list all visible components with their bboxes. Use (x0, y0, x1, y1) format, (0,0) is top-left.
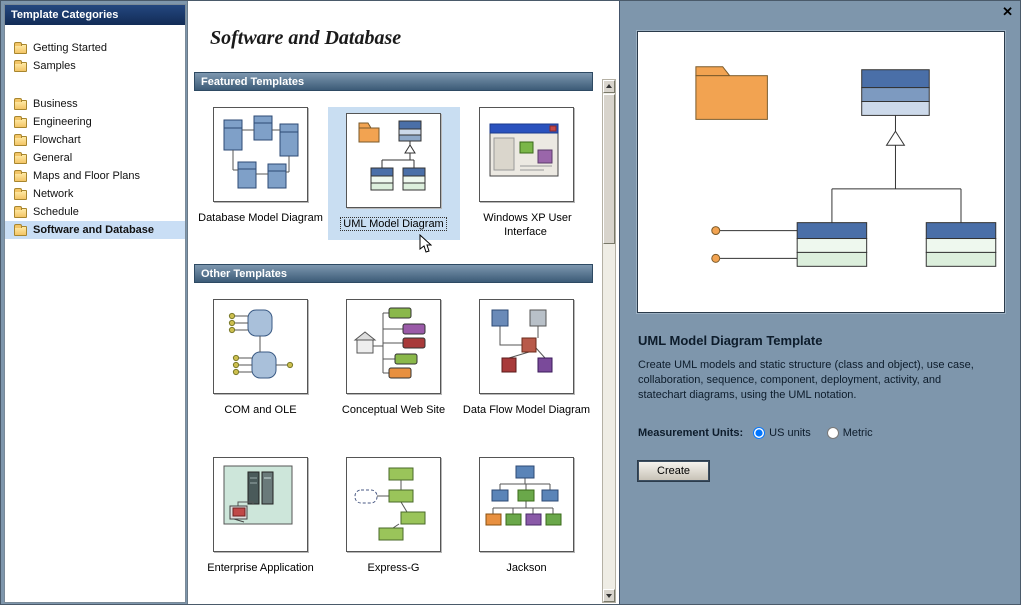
detail-description: Create UML models and static structure (… (638, 358, 990, 403)
folder-icon (14, 136, 27, 146)
sidebar-item-schedule[interactable]: Schedule (5, 203, 185, 221)
windows-xp-user-interface-thumbnail (479, 107, 574, 202)
folder-icon (14, 100, 27, 110)
mouse-cursor-icon (418, 234, 432, 254)
sidebar-item-label: Business (33, 98, 78, 110)
com-and-ole-thumbnail (213, 299, 308, 394)
sidebar-item-label: Getting Started (33, 42, 107, 54)
metric-radio[interactable] (827, 427, 839, 439)
template-conceptual-web-site[interactable]: Conceptual Web Site (328, 299, 460, 418)
sidebar-item-business[interactable]: Business (5, 95, 185, 113)
uml-model-diagram-thumbnail (346, 113, 441, 208)
template-label: Conceptual Web Site (328, 404, 460, 418)
jackson-thumbnail (479, 457, 574, 552)
featured-templates-grid: Database Model Diagram (194, 107, 593, 240)
sidebar-item-network[interactable]: Network (5, 185, 185, 203)
other-templates-grid: COM and OLE (194, 299, 593, 577)
featured-templates-header: Featured Templates (194, 72, 593, 91)
metric-radio-option[interactable]: Metric (827, 427, 873, 439)
sidebar-item-label: Schedule (33, 206, 79, 218)
folder-icon (14, 208, 27, 218)
folder-icon (14, 154, 27, 164)
templates-panel: Software and Database Featured Templates (187, 1, 619, 605)
template-label: Express-G (328, 562, 460, 576)
template-jackson[interactable]: Jackson (461, 457, 593, 576)
sidebar-item-flowchart[interactable]: Flowchart (5, 131, 185, 149)
section-header-label: Other Templates (201, 268, 287, 280)
metric-label: Metric (843, 427, 873, 439)
template-label: Enterprise Application (195, 562, 327, 576)
conceptual-web-site-thumbnail (346, 299, 441, 394)
template-com-and-ole[interactable]: COM and OLE (195, 299, 327, 418)
scrollbar-thumb[interactable] (603, 94, 615, 244)
template-enterprise-application[interactable]: Enterprise Application (195, 457, 327, 576)
us-units-radio[interactable] (753, 427, 765, 439)
create-button[interactable]: Create (638, 461, 709, 481)
close-icon[interactable]: ✕ (1002, 5, 1013, 19)
other-templates-header: Other Templates (194, 264, 593, 283)
sidebar-item-getting-started[interactable]: Getting Started (5, 39, 185, 57)
measurement-units-label: Measurement Units: (638, 427, 743, 439)
uml-preview-image (638, 32, 1004, 312)
template-label: Windows XP User Interface (461, 212, 593, 240)
folder-icon (14, 172, 27, 182)
sidebar-header: Template Categories (5, 5, 185, 25)
template-preview (637, 31, 1005, 313)
page-title: Software and Database (210, 27, 593, 50)
sidebar-item-label: Engineering (33, 116, 92, 128)
template-label: COM and OLE (195, 404, 327, 418)
template-data-flow-model-diagram[interactable]: Data Flow Model Diagram (461, 299, 593, 418)
detail-title: UML Model Diagram Template (638, 333, 1004, 348)
sidebar-item-label: Maps and Floor Plans (33, 170, 140, 182)
template-uml-model-diagram[interactable]: UML Model Diagram (328, 107, 460, 240)
us-units-radio-option[interactable]: US units (753, 427, 811, 439)
open-folder-icon (14, 226, 27, 236)
database-model-diagram-thumbnail (213, 107, 308, 202)
sidebar-header-label: Template Categories (11, 9, 118, 21)
template-label: Jackson (461, 562, 593, 576)
template-express-g[interactable]: Express-G (328, 457, 460, 576)
measurement-units-row: Measurement Units: US units Metric (638, 427, 1004, 439)
template-categories-panel: Template Categories Getting Started Samp… (4, 4, 186, 603)
section-header-label: Featured Templates (201, 76, 304, 88)
scroll-down-button[interactable] (603, 589, 615, 602)
folder-icon (14, 44, 27, 54)
express-g-thumbnail (346, 457, 441, 552)
template-label: Database Model Diagram (195, 212, 327, 226)
folder-icon (14, 118, 27, 128)
template-database-model-diagram[interactable]: Database Model Diagram (195, 107, 327, 240)
sidebar-item-engineering[interactable]: Engineering (5, 113, 185, 131)
sidebar-item-label: Software and Database (33, 224, 154, 236)
us-units-label: US units (769, 427, 811, 439)
template-windows-xp-user-interface[interactable]: Windows XP User Interface (461, 107, 593, 240)
category-list: Getting Started Samples Business Enginee… (5, 25, 185, 239)
folder-icon (14, 190, 27, 200)
sidebar-item-maps-and-floor-plans[interactable]: Maps and Floor Plans (5, 167, 185, 185)
template-label: Data Flow Model Diagram (461, 404, 593, 418)
sidebar-item-software-and-database[interactable]: Software and Database (5, 221, 185, 239)
sidebar-item-general[interactable]: General (5, 149, 185, 167)
template-label-selected: UML Model Diagram (328, 218, 460, 232)
scroll-up-button[interactable] (603, 80, 615, 93)
sidebar-item-label: Network (33, 188, 73, 200)
enterprise-application-thumbnail (213, 457, 308, 552)
folder-icon (14, 62, 27, 72)
template-detail-panel: ✕ (619, 1, 1021, 605)
vertical-scrollbar[interactable] (602, 79, 616, 603)
sidebar-item-label: General (33, 152, 72, 164)
sidebar-item-label: Samples (33, 60, 76, 72)
sidebar-spacer (5, 75, 185, 95)
sidebar-item-label: Flowchart (33, 134, 81, 146)
sidebar-item-samples[interactable]: Samples (5, 57, 185, 75)
data-flow-model-diagram-thumbnail (479, 299, 574, 394)
